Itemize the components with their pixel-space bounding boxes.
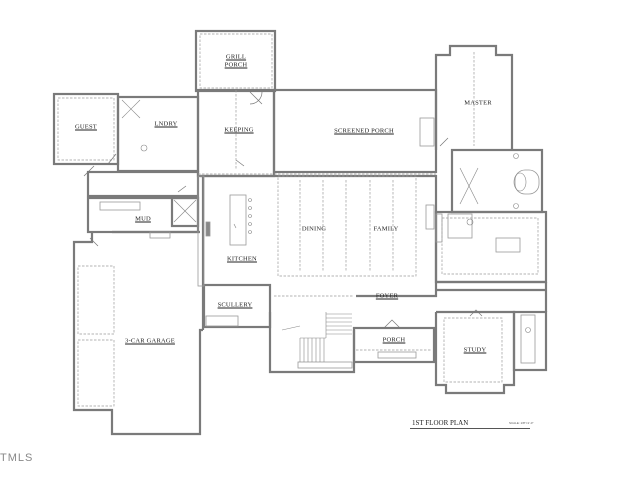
room-label-foyer: FOYER xyxy=(375,292,399,300)
room-label-mud: MUD xyxy=(135,215,151,223)
room-label-study: STUDY xyxy=(463,346,487,354)
scale-note: SCALE: 1/8"=1'-0" xyxy=(509,421,534,425)
room-label-keeping: KEEPING xyxy=(224,126,254,134)
room-label-grill-porch: GRILL xyxy=(225,53,247,61)
master-bath-walls xyxy=(450,148,544,214)
watermark: TMLS xyxy=(0,452,34,464)
garage-walls xyxy=(72,232,203,436)
room-label-kitchen: KITCHEN xyxy=(227,255,257,263)
powder-walls xyxy=(512,310,548,372)
room-label-porch: PORCH xyxy=(382,336,406,344)
room-label-screened-porch: SCREENED PORCH xyxy=(334,127,394,135)
room-label-scullery: SCULLERY xyxy=(217,301,253,309)
scullery-walls xyxy=(202,283,272,329)
room-label-grill-porch-2: PORCH xyxy=(224,61,248,69)
room-label-master: MASTER xyxy=(464,99,492,107)
room-label-garage: 3-CAR GARAGE xyxy=(125,337,175,345)
master-walls xyxy=(434,44,514,150)
plan-title-underline xyxy=(410,428,530,429)
porch-walls xyxy=(352,326,436,364)
plan-title: 1ST FLOOR PLAN xyxy=(412,419,469,427)
hall-walls xyxy=(86,170,200,198)
great-room-walls xyxy=(200,174,438,298)
room-label-laundry: LNDRY xyxy=(154,120,178,128)
room-label-guest: GUEST xyxy=(75,123,97,131)
room-label-family: FAMILY xyxy=(373,225,399,233)
suite-walls xyxy=(434,210,548,284)
room-label-dining: DINING xyxy=(301,225,327,233)
